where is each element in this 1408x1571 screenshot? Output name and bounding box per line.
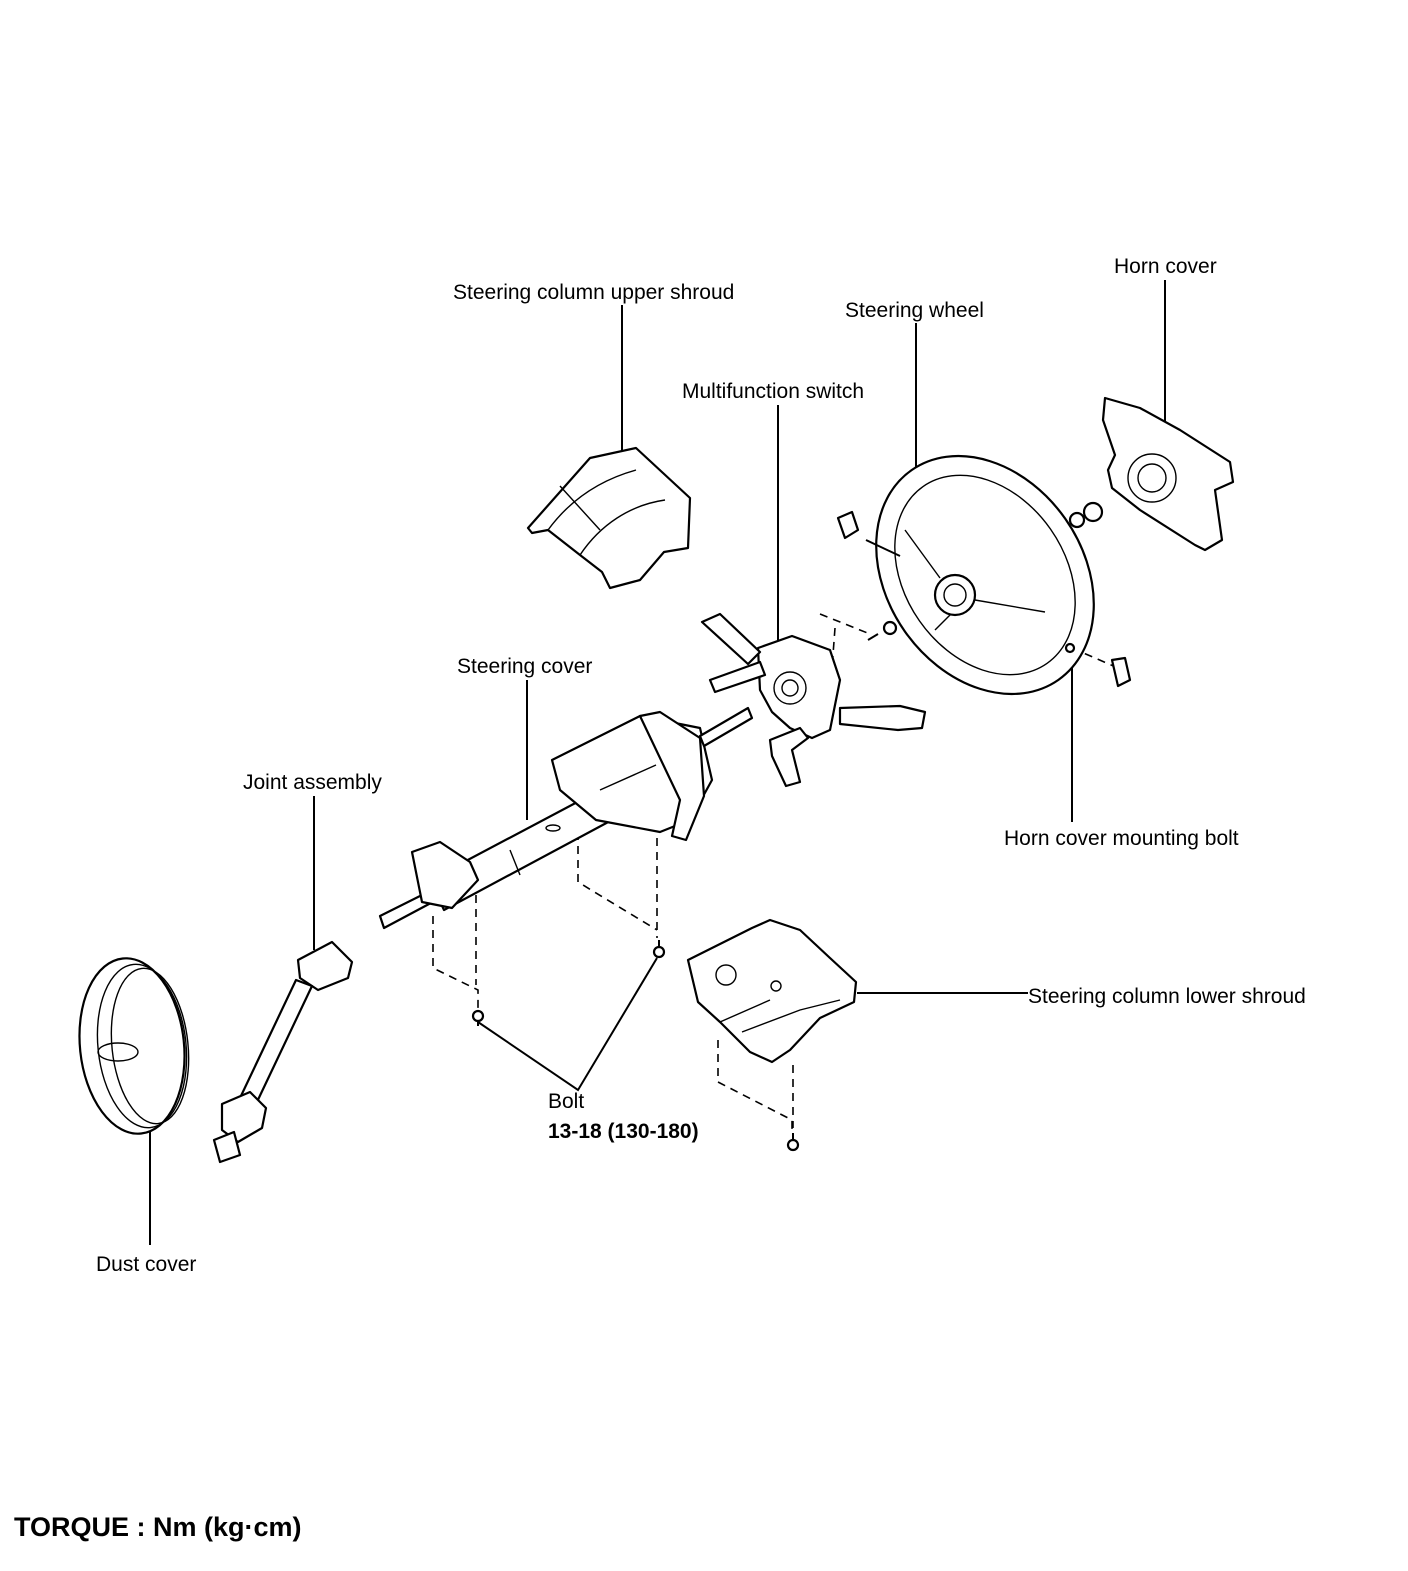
leader-lines xyxy=(149,280,1166,1245)
upper-shroud-part xyxy=(526,446,692,590)
label-bolt-torque: 13-18 (130-180) xyxy=(548,1120,699,1143)
label-horn-cover-bolt: Horn cover mounting bolt xyxy=(1004,827,1239,850)
label-joint-assembly: Joint assembly xyxy=(243,771,382,794)
bolt-right-icon xyxy=(652,940,666,959)
bolt-left-icon xyxy=(471,1009,485,1026)
assembly-dashes xyxy=(432,613,1119,1132)
label-upper-shroud: Steering column upper shroud xyxy=(453,281,735,304)
label-steering-wheel: Steering wheel xyxy=(845,299,984,322)
label-dust-cover: Dust cover xyxy=(96,1253,197,1276)
label-horn-cover: Horn cover xyxy=(1114,255,1217,278)
label-multifunction-switch: Multifunction switch xyxy=(682,380,865,403)
lower-shroud-part xyxy=(686,918,858,1064)
steering-wheel-part xyxy=(836,454,1132,696)
label-steering-cover: Steering cover xyxy=(457,655,593,678)
bolts xyxy=(471,940,800,1152)
leader-bolt xyxy=(477,957,658,1092)
multifunction-switch-part xyxy=(700,612,927,788)
label-lower-shroud: Steering column lower shroud xyxy=(1028,985,1306,1008)
label-bolt: Bolt xyxy=(548,1090,585,1113)
steering-column-part xyxy=(378,706,754,930)
bolt-lower-shroud-icon xyxy=(786,1133,800,1152)
joint-assembly-part xyxy=(212,940,354,1164)
dust-cover-part xyxy=(78,957,190,1135)
horn-cover-part xyxy=(1068,396,1235,552)
torque-unit-note: TORQUE : Nm (kg·cm) xyxy=(14,1512,302,1542)
